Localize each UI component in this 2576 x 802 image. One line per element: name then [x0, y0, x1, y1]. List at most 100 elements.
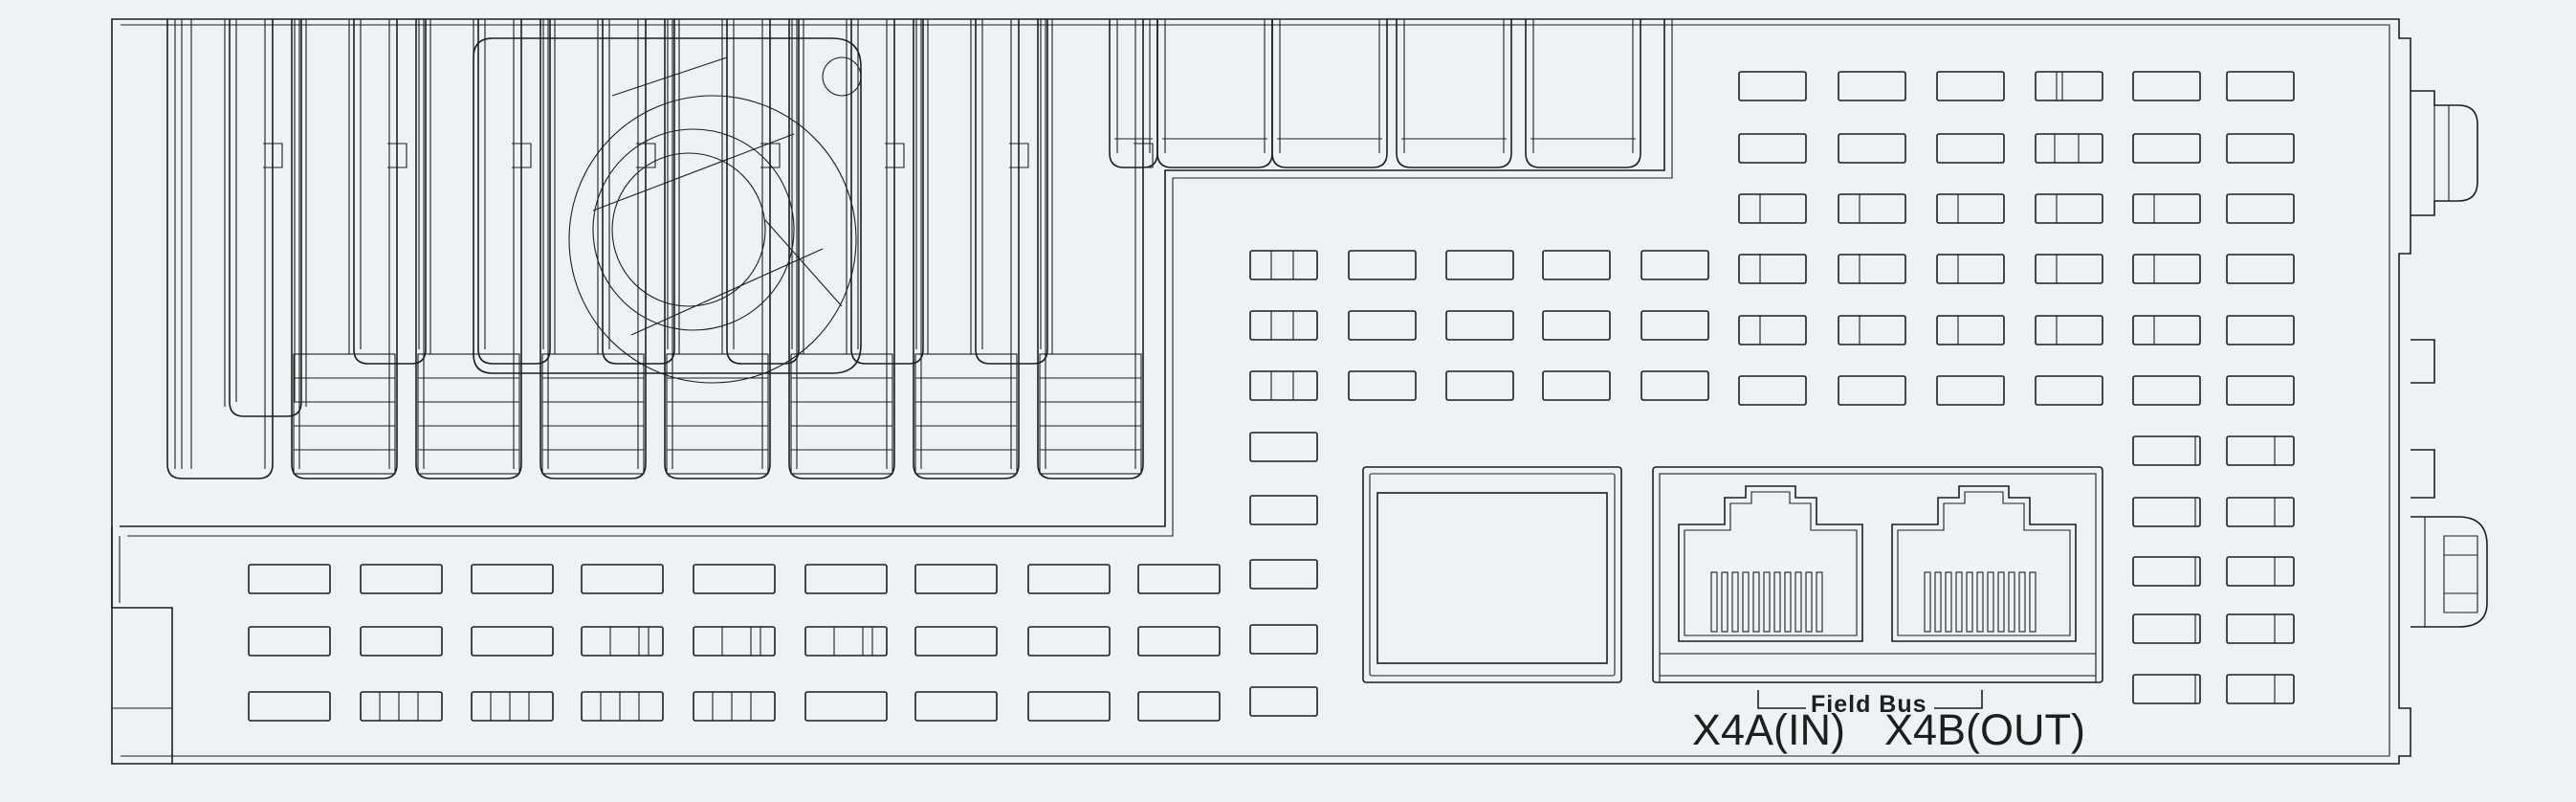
vent-slot [1542, 310, 1611, 341]
vent-slot [914, 691, 998, 722]
vent-slot [1738, 375, 1807, 406]
vent-slot [2132, 375, 2201, 406]
vent-slot [1838, 71, 1906, 101]
top-fin [1396, 19, 1512, 168]
vent-slot [1249, 432, 1318, 462]
vent-slot [2035, 133, 2103, 164]
port-x4b [1891, 485, 2077, 642]
vent-slot [2132, 315, 2201, 345]
vent-slot [1640, 310, 1709, 341]
vent-slot [1249, 370, 1318, 401]
vent-slot [1027, 626, 1111, 657]
heatsink-fin [664, 19, 804, 479]
vent-slot [2226, 556, 2295, 587]
vent-slot [248, 626, 331, 657]
vent-slot [693, 691, 776, 722]
vent-slot [2035, 71, 2103, 101]
vent-slot [2226, 674, 2295, 704]
heatsink-fin [1037, 19, 1154, 479]
vent-slot [2132, 613, 2201, 644]
vent-slot [2132, 497, 2201, 527]
heatsink-fin [539, 19, 680, 479]
vent-slot [1936, 193, 2005, 224]
vent-slot [1640, 250, 1709, 280]
vent-slot [471, 626, 554, 657]
top-fin [1109, 19, 1158, 168]
vent-slot [693, 564, 776, 594]
vent-slot [1936, 375, 2005, 406]
vent-slot [1738, 71, 1807, 101]
vent-slot [1838, 375, 1906, 406]
vent-slot [1348, 250, 1417, 280]
heatsink-boundary [120, 19, 1665, 527]
vent-slot [1738, 133, 1807, 164]
vent-slot [2226, 613, 2295, 644]
ventilation-slots [248, 71, 2295, 722]
vent-slot [2132, 435, 2201, 466]
heatsink-fin [415, 19, 556, 479]
housing-outline [111, 18, 2411, 765]
vent-slot [693, 626, 776, 657]
vent-slot [1249, 624, 1318, 655]
vent-slot [804, 691, 888, 722]
heatsink-fins [166, 19, 1154, 479]
vent-slot [248, 564, 331, 594]
vent-slot [1445, 370, 1514, 401]
field-bus-label: Field Bus [1811, 691, 1927, 718]
port-x4a-label: X4A(IN) [1692, 705, 1846, 754]
vent-slot [1348, 370, 1417, 401]
vent-slot [2226, 133, 2295, 164]
vent-slot [1640, 370, 1709, 401]
right-connectors [2411, 90, 2488, 628]
vent-slot [2035, 254, 2103, 284]
vent-slot [1936, 315, 2005, 345]
vent-slot [1249, 686, 1318, 717]
vent-slot [1936, 133, 2005, 164]
vent-slot [1738, 254, 1807, 284]
vent-slot [2226, 375, 2295, 406]
vent-slot [1249, 250, 1318, 280]
vent-slot [2035, 375, 2103, 406]
vent-slot [2132, 71, 2201, 101]
vent-slot [2035, 193, 2103, 224]
vent-slot [2132, 556, 2201, 587]
vent-slot [2226, 315, 2295, 345]
vent-slot [2226, 71, 2295, 101]
vent-slot [1137, 564, 1221, 594]
vent-slot [581, 691, 664, 722]
heatsink-fin [913, 19, 1053, 479]
vent-slot [1249, 495, 1318, 525]
vent-slot [581, 564, 664, 594]
vent-slot [1838, 315, 1906, 345]
vent-slot [581, 626, 664, 657]
vent-slot [360, 564, 443, 594]
heatsink-fin [166, 19, 307, 479]
vent-slot [471, 691, 554, 722]
vent-slot [1137, 691, 1221, 722]
heatsink-fin [291, 19, 431, 479]
vent-slot [2132, 133, 2201, 164]
vent-slot [1738, 315, 1807, 345]
port-x4b-label: X4B(OUT) [1884, 705, 2086, 754]
vent-slot [914, 564, 998, 594]
rj45-ports [1678, 485, 2077, 642]
fieldbus-bracket [1757, 690, 1983, 709]
vent-slot [1838, 193, 1906, 224]
vent-slot [1838, 133, 1906, 164]
left-bracket [111, 526, 173, 764]
vent-slot [2035, 315, 2103, 345]
housing-inner-edge [121, 24, 2390, 757]
vent-slot [1249, 310, 1318, 341]
vent-slot [1445, 250, 1514, 280]
vent-slot [1027, 691, 1111, 722]
vent-slot [2132, 254, 2201, 284]
heatsink-fin [788, 19, 929, 479]
vent-slot [2226, 497, 2295, 527]
display-window [1362, 466, 1622, 683]
vent-slot [1027, 564, 1111, 594]
vent-slot [2226, 435, 2295, 466]
fieldbus-port-block [1652, 466, 2103, 683]
vent-slot [1838, 254, 1906, 284]
